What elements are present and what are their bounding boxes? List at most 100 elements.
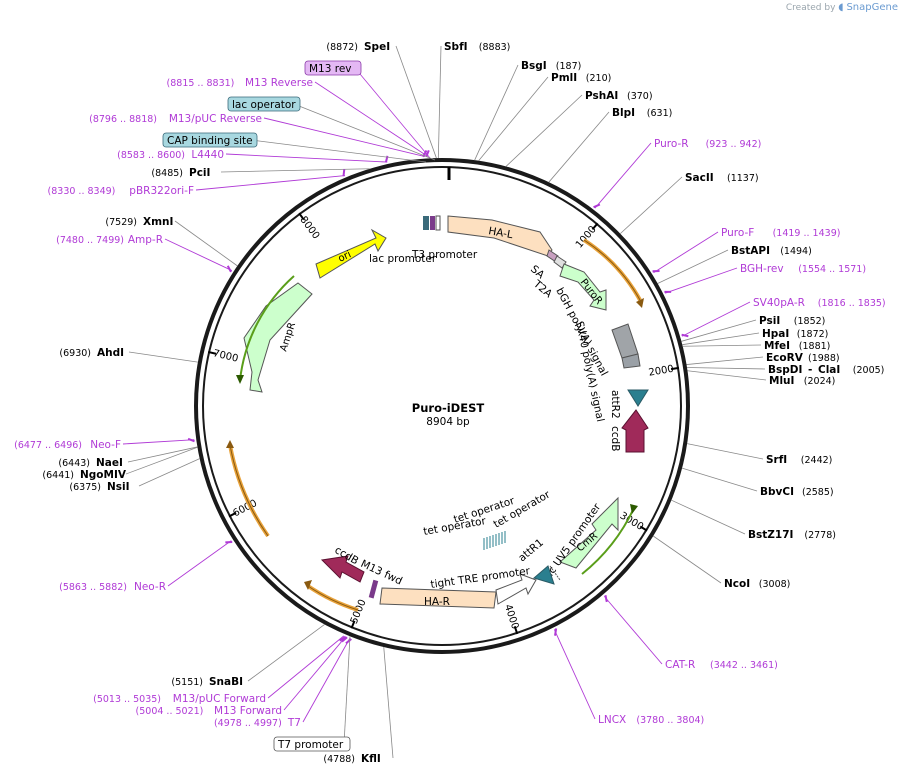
enzyme-name: PmlI <box>551 72 577 84</box>
primer-binding-mark <box>342 169 346 177</box>
enzyme-site-xmni[interactable]: (7529)XmnI <box>105 216 173 228</box>
feature-ampr[interactable] <box>243 282 313 393</box>
enzyme-position: (4788) <box>323 754 355 765</box>
primer-bgh-rev[interactable]: BGH-rev(1554 .. 1571) <box>740 263 866 275</box>
boxed-label-cap-binding-site[interactable]: CAP binding site <box>162 132 258 148</box>
enzyme-leader-line <box>686 356 764 365</box>
feature-ccdb-right-label: ccdB <box>609 426 621 451</box>
primer-binding-mark <box>187 437 195 443</box>
enzyme-name: NaeI <box>96 457 123 469</box>
primer-sv40pa-r[interactable]: SV40pA-R(1816 .. 1835) <box>753 297 886 309</box>
primer-leader-line <box>164 238 233 271</box>
feature-kanr-orf <box>306 584 359 612</box>
enzyme-position: (3008) <box>759 579 791 590</box>
primer-range: (1554 .. 1571) <box>798 264 866 275</box>
enzyme-site-snabi[interactable]: (5151)SnaBI <box>171 676 243 688</box>
enzyme-position: (2585) <box>802 487 834 498</box>
primer-name: Neo-F <box>90 439 121 451</box>
boxed-label-m13-rev[interactable]: M13 rev <box>304 60 362 76</box>
primer-name: Puro-R <box>654 138 689 150</box>
enzyme-site-spei[interactable]: (8872)SpeI <box>326 41 390 53</box>
enzyme-site-mlui[interactable]: MluI(2024) <box>769 375 835 387</box>
primer-amp-r[interactable]: Amp-R(7480 .. 7499) <box>56 234 163 246</box>
enzyme-site-bsgi[interactable]: BsgI(187) <box>521 60 581 72</box>
primer-puro-f[interactable]: Puro-F(1419 .. 1439) <box>721 227 840 239</box>
primer-range: (3442 .. 3461) <box>710 660 778 671</box>
enzyme-site-sacii[interactable]: SacII(1137) <box>685 172 759 184</box>
primer-cat-r[interactable]: CAT-R(3442 .. 3461) <box>665 659 778 671</box>
enzyme-site-blpi[interactable]: BlpI(631) <box>612 107 672 119</box>
enzyme-leader-line <box>505 94 583 167</box>
primer-m13-forward[interactable]: M13 Forward(5004 .. 5021) <box>136 705 282 717</box>
enzyme-name-secondary: ClaI <box>818 364 840 376</box>
primer-binding-mark <box>226 265 232 273</box>
primer-l4440[interactable]: L4440(8583 .. 8600) <box>117 149 224 161</box>
feature-lac-promoter-label: lac promoter <box>369 253 437 265</box>
feature-cmr[interactable] <box>559 496 619 569</box>
enzyme-position: (1881) <box>799 341 831 352</box>
feature-sv40-polya[interactable] <box>621 353 641 369</box>
feature-ori[interactable] <box>315 228 387 279</box>
enzyme-site-bstapi[interactable]: BstAPI(1494) <box>731 245 812 257</box>
enzyme-leader-line <box>174 220 238 267</box>
primer-leader-line <box>283 636 347 711</box>
enzyme-site-ecorv[interactable]: EcoRV(1988) <box>766 352 840 364</box>
enzyme-site-psii[interactable]: PsiI(1852) <box>759 315 825 327</box>
enzyme-position: (210) <box>586 73 612 84</box>
feature-ccdb-right[interactable] <box>621 409 649 453</box>
primer-m13-puc-reverse[interactable]: M13/pUC Reverse(8796 .. 8818) <box>89 113 262 125</box>
enzyme-site-nsii[interactable]: (6375)NsiI <box>69 481 129 493</box>
primer-neo-r[interactable]: Neo-R(5863 .. 5882) <box>59 581 166 593</box>
boxed-label-lac-operator[interactable]: lac operator <box>227 96 301 112</box>
boxed-label-t7-promoter[interactable]: T7 promoter <box>273 736 351 752</box>
primer-name: Amp-R <box>128 234 163 246</box>
enzyme-site-srfi[interactable]: SrfI(2442) <box>766 454 832 466</box>
enzyme-position: (2005) <box>853 365 885 376</box>
enzyme-site-naei[interactable]: (6443)NaeI <box>58 457 123 469</box>
feature-ccdb-left[interactable] <box>320 555 365 583</box>
primer-t7[interactable]: T7(4978 .. 4997) <box>214 717 301 729</box>
primer-range: (8583 .. 8600) <box>117 150 185 161</box>
boxed-label-bg <box>304 60 362 76</box>
enzyme-site-pshai[interactable]: PshAI (370) <box>585 90 653 102</box>
enzyme-name: BstZ17I <box>748 529 793 541</box>
enzyme-name: PshAI <box>585 90 618 102</box>
enzyme-site-ngomiv[interactable]: (6441)NgoMIV <box>42 469 126 481</box>
feature-ha-r[interactable] <box>379 587 497 609</box>
primer-name: SV40pA-R <box>753 297 805 309</box>
feature-puror[interactable] <box>559 263 607 311</box>
enzyme-site-hpai[interactable]: HpaI(1872) <box>762 328 828 340</box>
feature-tight-tre[interactable] <box>495 573 537 605</box>
primer-leader-line <box>603 595 663 665</box>
feature-bgh-polya[interactable] <box>611 323 639 359</box>
enzyme-position: (370) <box>627 91 653 102</box>
enzyme-site-bbvci[interactable]: BbvCI(2585) <box>760 486 834 498</box>
enzyme-site-mfei[interactable]: MfeI(1881) <box>764 340 830 352</box>
tick-mark <box>639 525 648 532</box>
enzyme-site-pcii[interactable]: (8485)PciI <box>151 167 210 179</box>
enzyme-site-ncoi[interactable]: NcoI (3008) <box>724 578 790 590</box>
enzyme-position: (187) <box>556 61 582 72</box>
enzyme-site-ahdi[interactable]: (6930)AhdI <box>59 347 124 359</box>
primer-m13-reverse[interactable]: M13 Reverse(8815 .. 8831) <box>167 77 313 89</box>
enzyme-name: NgoMIV <box>80 469 127 481</box>
feature-attr2[interactable] <box>627 389 649 407</box>
primer-neo-f[interactable]: Neo-F(6477 .. 6496) <box>14 439 121 451</box>
primer-range: (4978 .. 4997) <box>214 718 282 729</box>
primer-lncx[interactable]: LNCX(3780 .. 3804) <box>598 714 704 726</box>
primer-pbr322ori-f[interactable]: pBR322ori-F(8330 .. 8349) <box>48 185 194 197</box>
tick-label: 5000 <box>349 598 369 626</box>
enzyme-site-pmli[interactable]: PmlI (210) <box>551 72 611 84</box>
puror-orf-arrow-icon <box>636 298 644 308</box>
enzyme-site-kfli[interactable]: (4788)KflI <box>323 753 380 765</box>
enzyme-site-sbfi[interactable]: SbfI(8883) <box>444 41 510 53</box>
enzyme-site-bspdi[interactable]: BspDI-ClaI(2005) <box>768 364 884 376</box>
enzyme-name: NcoI <box>724 578 750 590</box>
enzyme-position: (1988) <box>808 353 840 364</box>
feature-attr1[interactable] <box>532 565 555 585</box>
primer-puro-r[interactable]: Puro-R(923 .. 942) <box>654 138 761 150</box>
enzyme-position: (5151) <box>171 677 203 688</box>
enzyme-site-bstz17i[interactable]: BstZ17I(2778) <box>748 529 836 541</box>
enzyme-position: (1137) <box>727 173 759 184</box>
primer-m13-puc-forward[interactable]: M13/pUC Forward(5013 .. 5035) <box>93 693 266 705</box>
